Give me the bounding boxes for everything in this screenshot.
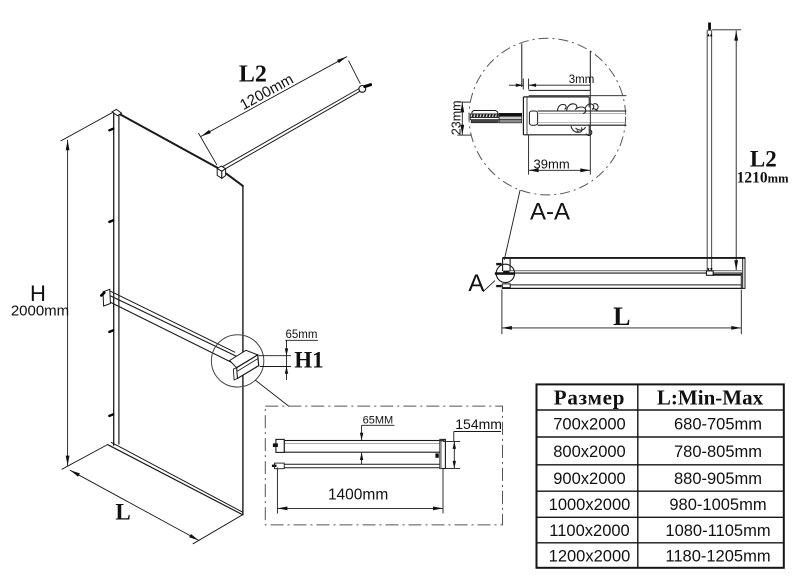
svg-text:65mm: 65mm bbox=[286, 329, 318, 341]
svg-text:154mm: 154mm bbox=[455, 416, 502, 432]
svg-text:1100x2000: 1100x2000 bbox=[549, 522, 629, 540]
svg-text:700x2000: 700x2000 bbox=[553, 416, 626, 434]
svg-text:1200x2000: 1200x2000 bbox=[549, 547, 631, 565]
svg-text:L:Min-Max: L:Min-Max bbox=[657, 385, 764, 409]
svg-text:3mm: 3mm bbox=[569, 74, 595, 86]
svg-text:39mm: 39mm bbox=[534, 156, 570, 171]
svg-text:1400mm: 1400mm bbox=[328, 487, 388, 504]
svg-text:Размер: Размер bbox=[554, 385, 626, 409]
svg-text:980-1005mm: 980-1005mm bbox=[669, 496, 766, 514]
svg-text:680-705mm: 680-705mm bbox=[674, 416, 762, 434]
svg-text:1180-1205mm: 1180-1205mm bbox=[665, 547, 770, 565]
svg-text:1080-1105mm: 1080-1105mm bbox=[665, 522, 770, 540]
svg-text:L: L bbox=[613, 302, 630, 331]
svg-text:65MM: 65MM bbox=[363, 415, 394, 427]
svg-text:L2: L2 bbox=[750, 146, 777, 171]
svg-text:800x2000: 800x2000 bbox=[553, 443, 626, 461]
svg-text:L2: L2 bbox=[239, 62, 267, 88]
svg-text:H: H bbox=[30, 281, 46, 306]
svg-text:900x2000: 900x2000 bbox=[553, 470, 626, 488]
svg-text:H1: H1 bbox=[294, 348, 323, 373]
svg-text:A: A bbox=[468, 270, 484, 297]
svg-text:L: L bbox=[115, 500, 130, 525]
svg-text:780-805mm: 780-805mm bbox=[674, 443, 762, 461]
svg-text:2000mm: 2000mm bbox=[11, 302, 69, 319]
svg-text:880-905mm: 880-905mm bbox=[674, 470, 762, 488]
svg-text:A-A: A-A bbox=[530, 199, 570, 226]
svg-text:23mm: 23mm bbox=[450, 100, 464, 135]
svg-text:1210mm: 1210mm bbox=[737, 170, 789, 187]
svg-text:1000x2000: 1000x2000 bbox=[549, 496, 631, 514]
